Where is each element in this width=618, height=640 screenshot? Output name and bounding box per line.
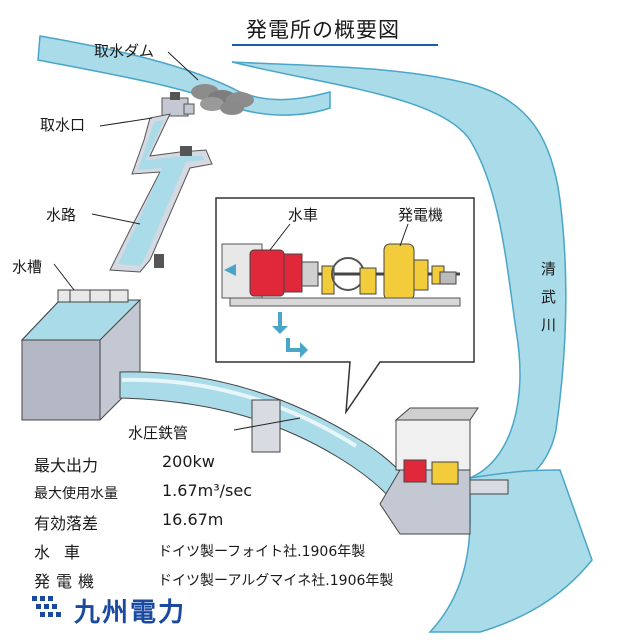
company-name: 九州電力 — [74, 598, 187, 628]
label-tank: 水槽 — [12, 258, 43, 276]
spec-label: 最大使用水量 — [34, 486, 118, 502]
label-penstock: 水圧鉄管 — [128, 424, 189, 442]
spec-value: 200kw — [162, 452, 215, 471]
spec-value: ドイツ製ーフォイト社.1906年製 — [158, 544, 366, 560]
spec-value: 16.67m — [162, 510, 224, 529]
intake-gates — [161, 92, 195, 117]
intake-dam-rocks — [191, 84, 254, 115]
spec-value: ドイツ製ーアルグマイネ社.1906年製 — [158, 573, 394, 589]
label-generator: 発電機 — [398, 206, 444, 224]
company-logo: 九州電力 — [30, 592, 220, 628]
river-char-2: 武 — [541, 288, 557, 306]
machine-detail — [221, 243, 461, 358]
label-waterway: 水路 — [46, 206, 77, 224]
powerhouse — [379, 407, 509, 535]
label-intake: 取水口 — [40, 116, 86, 134]
label-water-wheel: 水車 — [288, 206, 319, 224]
spec-label: 有効落差 — [34, 514, 99, 533]
spec-value: 1.67m³/sec — [162, 481, 252, 500]
diagram-title: 発電所の概要図 — [246, 18, 400, 42]
water-tank — [20, 289, 142, 421]
leader-lines — [53, 51, 409, 431]
upper-river — [37, 35, 331, 116]
spec-label: 水車 — [34, 543, 95, 562]
river-char-3: 川 — [541, 316, 557, 334]
waterway-channel — [109, 113, 213, 273]
label-intake-dam: 取水ダム — [94, 42, 155, 60]
spec-label: 最大出力 — [34, 456, 99, 475]
river-char-1: 清 — [541, 260, 557, 278]
spec-label: 発電機 — [34, 572, 101, 591]
title-underline — [232, 44, 438, 46]
kyushu-electric-logo-icon — [32, 596, 61, 617]
